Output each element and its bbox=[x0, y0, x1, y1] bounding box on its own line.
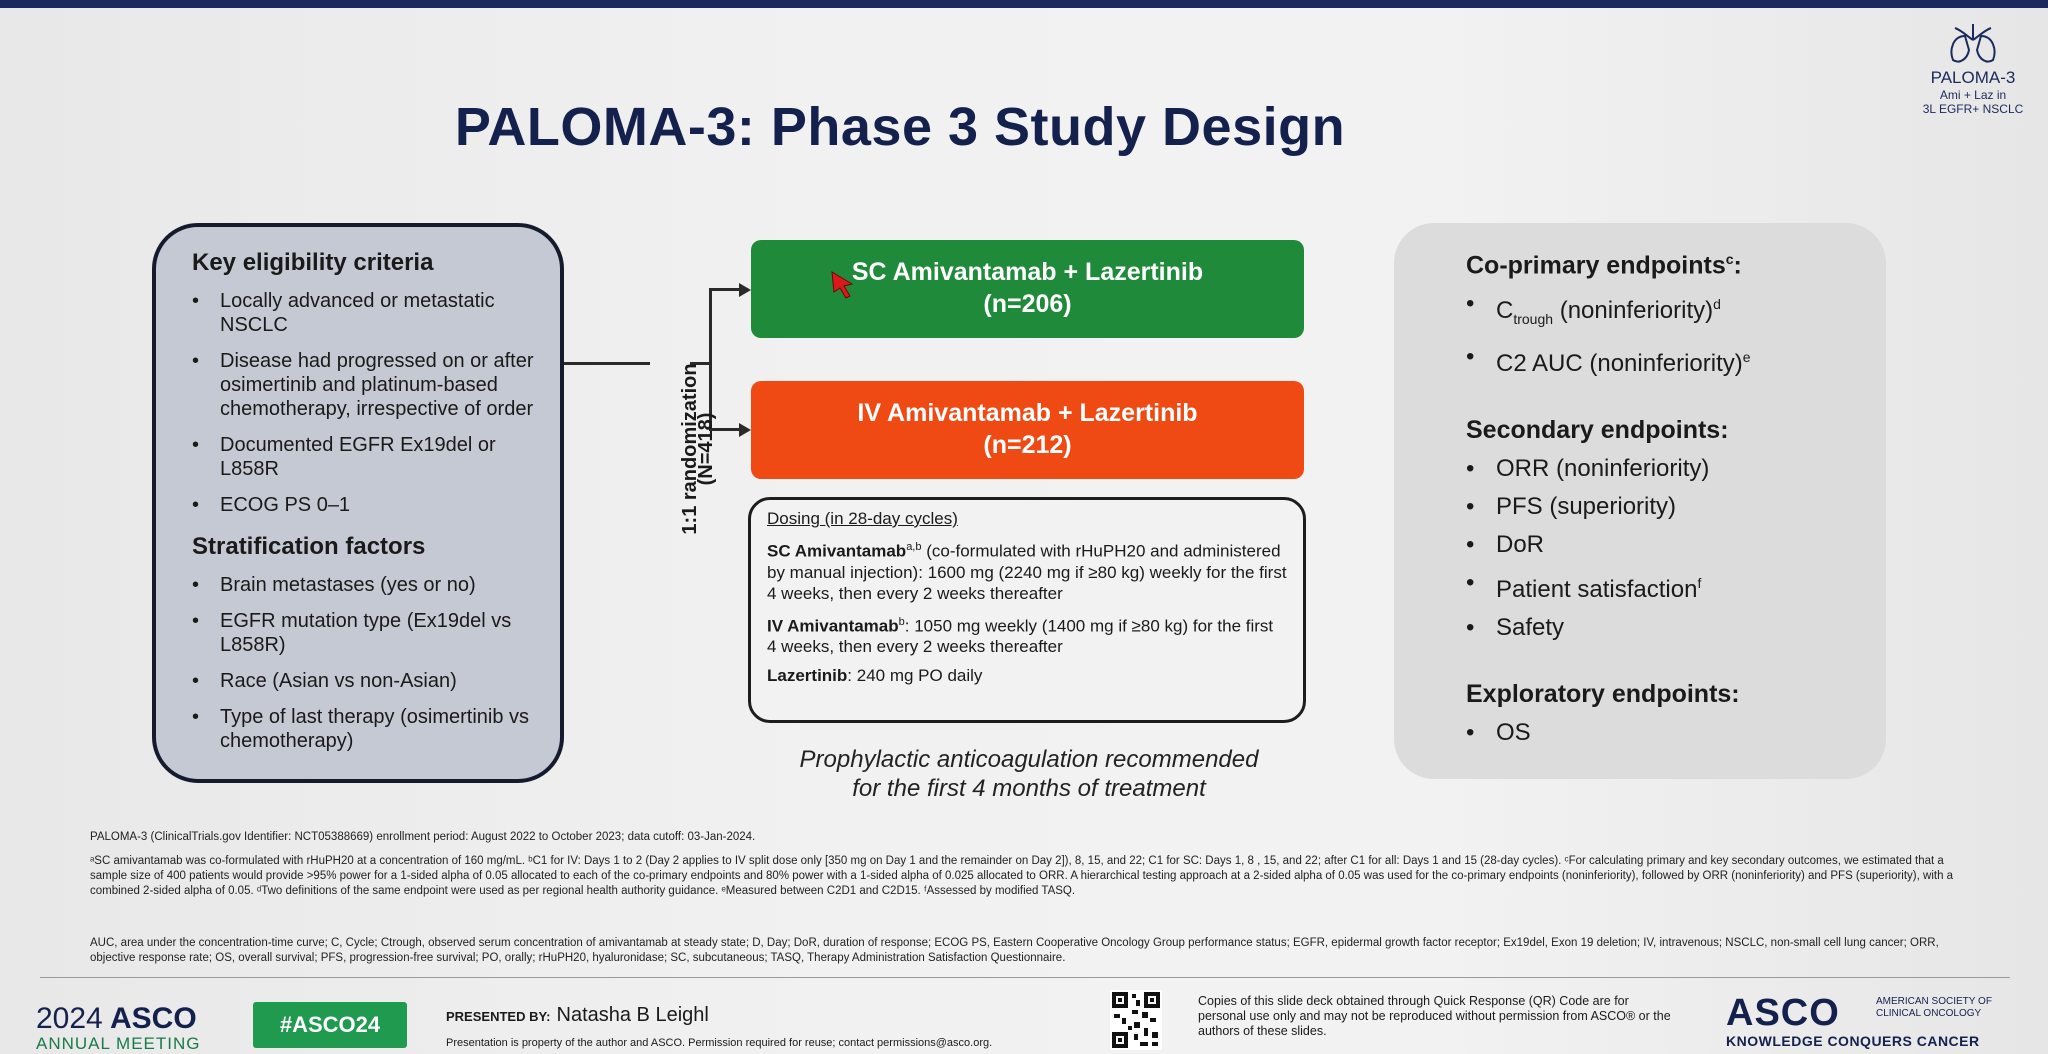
footer-divider bbox=[40, 977, 2010, 978]
coprimary-sup: c bbox=[1725, 251, 1734, 267]
connector-to-iv bbox=[709, 428, 741, 431]
coprimary-item-ctrough: Ctrough (noninferiority)d bbox=[1466, 290, 1856, 333]
asco-annual-meeting-logo: 2024 ASCO ANNUAL MEETING bbox=[36, 1002, 201, 1054]
stratification-item: Brain metastases (yes or no) bbox=[192, 573, 542, 597]
slide: PALOMA-3: Phase 3 Study Design PALOMA-3 … bbox=[0, 8, 2048, 1054]
meeting-asco: ASCO bbox=[109, 1002, 197, 1035]
secondary-item-patient-satisfaction: Patient satisfactionf bbox=[1466, 569, 1856, 604]
stratification-item: EGFR mutation type (Ex19del vs L858R) bbox=[192, 609, 542, 657]
asco-tagline: KNOWLEDGE CONQUERS CANCER bbox=[1726, 1033, 1980, 1049]
iv-arm-label: IV Amivantamab + Lazertinib bbox=[857, 399, 1198, 427]
secondary-heading: Secondary endpoints: bbox=[1466, 416, 1729, 445]
secondary-item: Safety bbox=[1466, 614, 1856, 642]
ctrough-sub: trough bbox=[1513, 311, 1554, 328]
footnote-trial-id: PALOMA-3 (ClinicalTrials.gov Identifier:… bbox=[90, 831, 756, 843]
dosing-sc-text: (co-formulated with rHuPH20 and administ… bbox=[767, 541, 1287, 603]
dosing-box: Dosing (in 28-day cycles) SC Amivantamab… bbox=[748, 497, 1306, 723]
slide-title: PALOMA-3: Phase 3 Study Design bbox=[454, 97, 1346, 157]
connector-vertical bbox=[709, 288, 712, 431]
paloma-badge: PALOMA-3 Ami + Laz in 3L EGFR+ NSCLC bbox=[1898, 20, 2048, 116]
secondary-item: PFS (superiority) bbox=[1466, 493, 1856, 521]
sc-arm-box: SC Amivantamab + Lazertinib (n=206) bbox=[751, 240, 1304, 338]
presented-by-label: PRESENTED BY: bbox=[446, 1009, 551, 1024]
dosing-iv: IV Amivantamabb: 1050 mg weekly (1400 mg… bbox=[767, 612, 1287, 658]
prophylaxis-note: Prophylactic anticoagulation recommended… bbox=[716, 745, 1342, 803]
coprimary-colon: : bbox=[1733, 251, 1742, 280]
dosing-laz-name: Lazertinib bbox=[767, 666, 848, 686]
ctrough-sup: d bbox=[1713, 296, 1721, 313]
laser-pointer-icon bbox=[831, 271, 854, 299]
property-notice: Presentation is property of the author a… bbox=[446, 1037, 993, 1049]
auc-text: C2 AUC (noninferiority) bbox=[1496, 350, 1743, 378]
iv-arm-box: IV Amivantamab + Lazertinib (n=212) bbox=[751, 381, 1304, 479]
dosing-iv-name: IV Amivantamab bbox=[767, 616, 899, 636]
eligibility-item: ECOG PS 0–1 bbox=[192, 493, 542, 517]
dosing-heading: Dosing (in 28-day cycles) bbox=[767, 509, 958, 528]
stratification-item: Type of last therapy (osimertinib vs che… bbox=[192, 705, 542, 753]
society-name: AMERICAN SOCIETY OF CLINICAL ONCOLOGY bbox=[1876, 996, 1992, 1019]
prophylaxis-line1: Prophylactic anticoagulation recommended bbox=[799, 746, 1259, 773]
auc-sup: e bbox=[1742, 349, 1751, 366]
badge-title: PALOMA-3 bbox=[1930, 68, 2016, 87]
patient-sat-text: Patient satisfaction bbox=[1496, 576, 1698, 604]
eligibility-item: Documented EGFR Ex19del or L858R bbox=[192, 433, 542, 481]
coprimary-list: Ctrough (noninferiority)d C2 AUC (noninf… bbox=[1466, 290, 1856, 378]
asco-logo-text: ASCO bbox=[1726, 992, 1840, 1034]
dosing-iv-sup: b bbox=[898, 615, 905, 628]
exploratory-heading: Exploratory endpoints: bbox=[1466, 680, 1740, 709]
secondary-item: ORR (noninferiority) bbox=[1466, 455, 1856, 483]
footnote-abbreviations: AUC, area under the concentration-time c… bbox=[90, 937, 1939, 964]
arrow-to-iv bbox=[739, 423, 751, 437]
eligibility-item: Locally advanced or metastatic NSCLC bbox=[192, 289, 542, 337]
meeting-year: 2024 bbox=[36, 1002, 103, 1035]
dosing-laz-text: : 240 mg PO daily bbox=[847, 666, 983, 686]
sc-arm-n: (n=206) bbox=[983, 290, 1072, 318]
patient-sat-sup: f bbox=[1697, 575, 1702, 592]
connector-to-sc bbox=[709, 288, 741, 291]
dosing-sc: SC Amivantamaba,b (co-formulated with rH… bbox=[767, 537, 1287, 604]
footnote-details: ᵃSC amivantamab was co-formulated with r… bbox=[90, 855, 1954, 897]
dosing-laz: Lazertinib: 240 mg PO daily bbox=[767, 665, 1287, 686]
badge-line3: 3L EGFR+ NSCLC bbox=[1922, 102, 2024, 116]
eligibility-item: Disease had progressed on or after osime… bbox=[192, 349, 542, 421]
connector-stub bbox=[690, 362, 710, 365]
coprimary-item-auc: C2 AUC (noninferiority)e bbox=[1466, 343, 1856, 378]
iv-arm-n: (n=212) bbox=[983, 431, 1072, 459]
qr-code-icon bbox=[1110, 990, 1162, 1050]
endpoints-box: Co-primary endpointsc: Ctrough (noninfer… bbox=[1394, 223, 1886, 779]
badge-line2: Ami + Laz in bbox=[1939, 88, 2007, 102]
secondary-item: DoR bbox=[1466, 531, 1856, 559]
dosing-sc-sup: a,b bbox=[906, 541, 922, 553]
arrow-to-sc bbox=[739, 283, 751, 297]
stratification-list: Brain metastases (yes or no) EGFR mutati… bbox=[192, 573, 542, 753]
hashtag-badge: #ASCO24 bbox=[253, 1002, 407, 1048]
stratification-heading: Stratification factors bbox=[192, 533, 426, 560]
qr-copyright-notice: Copies of this slide deck obtained throu… bbox=[1198, 994, 1671, 1038]
coprimary-heading: Co-primary endpointsc: bbox=[1466, 251, 1856, 280]
sc-arm-label: SC Amivantamab + Lazertinib bbox=[851, 258, 1204, 286]
secondary-list: ORR (noninferiority) PFS (superiority) D… bbox=[1466, 455, 1856, 642]
exploratory-item: OS bbox=[1466, 719, 1856, 747]
exploratory-list: OS bbox=[1466, 719, 1856, 747]
annual-meeting-label: ANNUAL MEETING bbox=[36, 1034, 201, 1053]
asco-society-logo: ASCO AMERICAN SOCIETY OF CLINICAL ONCOLO… bbox=[1726, 992, 1992, 1049]
connector-horizontal-left bbox=[564, 362, 650, 365]
dosing-sc-name: SC Amivantamab bbox=[767, 541, 907, 561]
presenter-name: Natasha B Leighl bbox=[556, 1004, 709, 1026]
presenter-block: PRESENTED BY: Natasha B Leighl Presentati… bbox=[446, 1004, 992, 1049]
prophylaxis-line2: for the first 4 months of treatment bbox=[852, 775, 1206, 802]
eligibility-box: Key eligibility criteria Locally advance… bbox=[152, 223, 564, 783]
ctrough-text: (noninferiority) bbox=[1553, 297, 1714, 325]
coprimary-heading-text: Co-primary endpoints bbox=[1466, 251, 1726, 280]
stratification-item: Race (Asian vs non-Asian) bbox=[192, 669, 542, 693]
randomization-label: 1:1 randomization (N=418) bbox=[679, 349, 717, 549]
dosing-iv-text: : 1050 mg weekly (1400 mg if ≥80 kg) for… bbox=[767, 616, 1274, 657]
ctrough-c: C bbox=[1496, 297, 1514, 325]
lungs-icon bbox=[1950, 24, 1996, 63]
eligibility-heading: Key eligibility criteria bbox=[192, 249, 434, 276]
eligibility-list: Locally advanced or metastatic NSCLC Dis… bbox=[192, 289, 542, 517]
